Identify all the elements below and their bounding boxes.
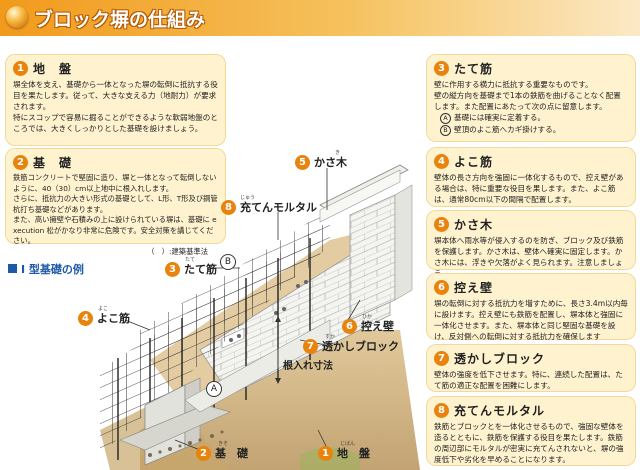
label-text: 基 礎 (215, 447, 248, 460)
box-horizontal-rebar: 4 よこ筋 壁体の長さ方向を強固に一体化するもので、控え壁がある場合は、特に重要な… (426, 147, 636, 207)
label-text: 地 盤 (337, 447, 370, 460)
number-badge: 1 (318, 445, 333, 461)
label-text: 控え壁 (361, 320, 394, 333)
ruby-sukashi: すか (325, 334, 336, 340)
ruby-kiso: きそ (218, 441, 229, 447)
number-badge: 4 (434, 153, 449, 169)
box-text-line: さらに、抵抗力の大きい形式の基礎として、L形、T形及び鋼管杭打ち基礎などがありま… (13, 194, 218, 214)
box-note: （ ）:建築基準法 (147, 246, 208, 256)
orange-ball-icon (6, 6, 28, 28)
label-embedment-depth: 根入れ寸法 (283, 361, 333, 372)
number-badge: 1 (13, 60, 28, 76)
box-text-line: 塀全体を支え、基礎から一体となった塀の転倒に抵抗する役目を果たします。従って、大… (13, 80, 218, 111)
number-badge: 8 (434, 402, 449, 418)
label-horizontal-rebar: 4 よこ筋 (78, 310, 130, 326)
box-item: 基礎には確実に定着する。 (454, 113, 546, 122)
box-title: 透かしブロック (454, 351, 546, 366)
number-badge: 7 (434, 350, 449, 366)
ground-soil (140, 330, 420, 470)
box-item: 壁頂のよこ筋へカギ掛けする。 (454, 125, 561, 134)
ruby-juten: じゅう (240, 195, 256, 201)
ruby-kasagi: き (335, 150, 341, 156)
label-text: よこ筋 (97, 312, 130, 325)
ruby-hikae: ひか (362, 314, 373, 320)
header-bar: ブロック塀の仕組み (0, 0, 640, 36)
ruby-tate: たて (185, 257, 196, 263)
label-text: 充てんモルタル (240, 201, 317, 214)
circle-b-mark: B (440, 125, 451, 136)
label-openwork-block: 7 透かしブロック (303, 338, 399, 354)
number-badge: 6 (342, 318, 357, 334)
number-badge: 3 (165, 261, 180, 277)
box-foundation: 2 基 礎 鉄筋コンクリートで堅固に造り、塀と一体となって転倒しないように、40（… (5, 148, 226, 256)
box-text-line: 壁体の強度を低下させます。特に、連続した配置は、たて筋の適正な配置を困難にします… (434, 370, 623, 390)
label-foundation: 2 基 礎 (196, 445, 248, 461)
box-ground: 1 地 盤 塀全体を支え、基礎から一体となった塀の転倒に抵抗する役目を果たします。… (5, 54, 226, 146)
label-ground: 1 地 盤 (318, 445, 370, 461)
box-title: かさ木 (454, 217, 494, 232)
buttress-side (394, 184, 413, 301)
box-openwork-block: 7 透かしブロック 壁体の強度を低下させます。特に、連続した配置は、たて筋の適正な… (426, 344, 636, 392)
box-title: 基 礎 (33, 155, 73, 170)
number-badge: 2 (196, 445, 211, 461)
number-badge: 6 (434, 279, 449, 295)
block-wall-face (199, 229, 391, 396)
box-text-line: 壁に作用する横力に抵抗する重要なものです。 (434, 80, 593, 89)
square-bullet-icon (8, 264, 17, 273)
example-heading: I 型基礎の例 (8, 261, 84, 277)
box-text-line: 塀の転倒に対する抵抗力を増すために、長さ3.4m以内毎に設けます。控え壁にも鉄筋… (434, 299, 628, 341)
box-title: 地 盤 (33, 61, 73, 76)
box-text-line: また、高い擁壁や石積みの上に設けられている塀は、基礎に execution 松が… (13, 215, 217, 245)
box-title: 充てんモルタル (454, 403, 546, 418)
number-badge: 5 (434, 216, 449, 232)
example-title: I 型基礎の例 (21, 263, 84, 276)
mark-a: A (206, 381, 222, 397)
label-vertical-rebar: 3 たて筋 (165, 261, 217, 277)
box-text-line: 特にスコップで容易に掘ることができるような軟弱地盤のところでは、大きくしっかりと… (13, 113, 218, 133)
box-text-line: 鉄筋とブロックとを一体化させるもので、強固な壁体を造るとともに、鉄筋を保護する役… (434, 422, 624, 464)
ruby-jiban: じばん (340, 441, 356, 447)
label-buttress: 6 控え壁 (342, 318, 394, 334)
box-title: 控え壁 (454, 280, 494, 295)
label-text: たて筋 (184, 263, 217, 276)
box-buttress: 6 控え壁 塀の転倒に対する抵抗力を増すために、長さ3.4m以内毎に設けます。控え… (426, 273, 636, 341)
buttress-block (349, 194, 396, 321)
rebar-mesh-upper (140, 215, 320, 380)
foundation-base (119, 404, 231, 451)
number-badge: 2 (13, 154, 28, 170)
box-text-line: 壁体の長さ方向を強固に一体化するもので、控え壁がある場合は、特に重要な役目を果し… (434, 173, 624, 204)
gravel (148, 430, 224, 457)
ruby-yoko: よこ (98, 306, 109, 312)
box-filling-mortar: 8 充てんモルタル 鉄筋とブロックとを一体化させるもので、強固な壁体を造るとともに… (426, 396, 636, 466)
box-vertical-rebar: 3 たて筋 壁に作用する横力に抵抗する重要なものです。 壁の縦方向を基礎まで1本の… (426, 54, 636, 142)
box-text-line: 鉄筋コンクリートで堅固に造り、塀と一体となって転倒しないように、40（30）cm… (13, 173, 217, 193)
label-filling-mortar: 8 充てんモルタル (221, 199, 317, 215)
number-badge: 8 (221, 199, 236, 215)
box-title: たて筋 (454, 61, 494, 76)
mark-b: B (220, 254, 236, 270)
label-text: かさ木 (314, 156, 347, 169)
number-badge: 3 (434, 60, 449, 76)
circle-a-mark: A (440, 113, 451, 124)
page-title: ブロック塀の仕組み (34, 9, 206, 31)
number-badge: 7 (303, 338, 318, 354)
label-text: 透かしブロック (322, 340, 399, 353)
number-badge: 4 (78, 310, 93, 326)
number-badge: 5 (295, 154, 310, 170)
box-title: よこ筋 (454, 154, 494, 169)
label-coping: 5 かさ木 (295, 154, 347, 170)
box-text-line: 壁の縦方向を基礎まで1本の鉄筋を曲げることなく配置します。また配置にあたって次の… (434, 91, 621, 111)
